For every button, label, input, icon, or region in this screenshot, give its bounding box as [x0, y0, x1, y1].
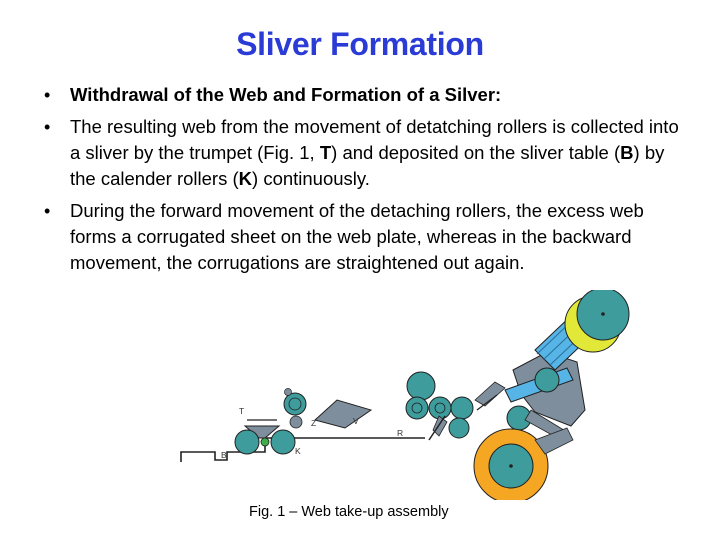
disk-center: [601, 312, 605, 316]
label-v: V: [353, 416, 359, 426]
label-k: K: [295, 446, 301, 456]
upper-roller-inner: [288, 397, 302, 411]
sliver-table-key: B: [620, 142, 634, 163]
roller-inner: [411, 402, 423, 414]
bullet-text: ) continuously.: [252, 168, 370, 189]
calender-rollers-key: K: [238, 168, 253, 189]
bullet-item: Withdrawal of the Web and Formation of a…: [44, 82, 684, 108]
upper-roller: [283, 392, 307, 416]
detaching-roller-lower: [448, 417, 470, 439]
sliver-table-outline: [180, 437, 425, 462]
lower-pin: [289, 415, 303, 429]
roller-inner: [434, 402, 446, 414]
guide-pin: [284, 388, 292, 396]
trumpet-key: T: [319, 142, 332, 163]
bullet-text: ) and deposited on the sliver table (: [331, 142, 621, 163]
bullet-item: The resulting web from the movement of d…: [44, 114, 684, 192]
gear-bracket: [534, 427, 574, 455]
link-arm: [474, 381, 506, 407]
lever-arm: [428, 415, 446, 441]
calender-roller-right: [270, 429, 296, 455]
bullet-text: The resulting web from the movement of d…: [70, 116, 679, 163]
detaching-roller-left: [405, 396, 429, 420]
slide-title: Sliver Formation: [236, 26, 484, 62]
calender-roller-left: [234, 429, 260, 455]
bullet-text: During the forward movement of the detac…: [70, 200, 644, 273]
bullet-item: During the forward movement of the detac…: [44, 198, 684, 276]
link-rod: [476, 394, 498, 411]
mid-teal-disk: [534, 367, 560, 393]
detaching-roller-top: [406, 371, 436, 401]
calender-pin: [260, 437, 270, 447]
label-z: Z: [311, 418, 316, 428]
detaching-roller-right: [450, 396, 474, 420]
label-t: T: [239, 406, 244, 416]
bullet-list: Withdrawal of the Web and Formation of a…: [44, 82, 684, 282]
bullet-heading: Withdrawal of the Web and Formation of a…: [70, 84, 502, 105]
label-r: R: [397, 428, 403, 438]
detaching-roller-mid: [428, 396, 452, 420]
nipper-plate: [432, 415, 448, 437]
gear-center: [509, 464, 513, 468]
web-plate: [313, 399, 373, 429]
web-take-up-diagram: T Z V R B K: [180, 290, 630, 500]
bullet-text: ) by the calender rollers (: [70, 142, 665, 189]
label-b: B: [221, 450, 227, 460]
figure-caption: Fig. 1 – Web take-up assembly: [249, 504, 449, 520]
